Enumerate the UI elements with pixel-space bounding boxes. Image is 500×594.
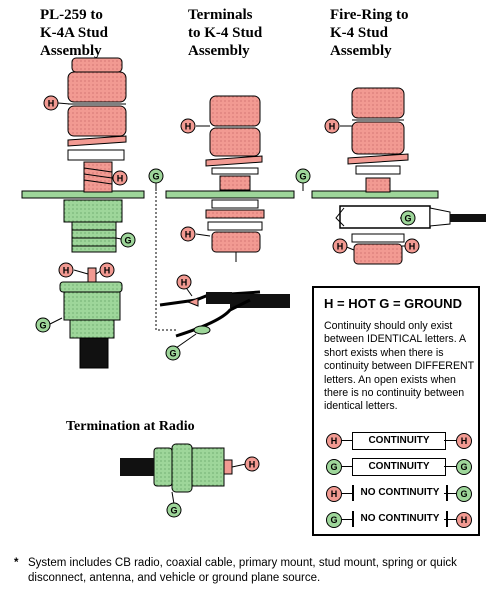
ground-marker-icon <box>295 168 311 184</box>
hot-marker-label: H <box>181 278 188 288</box>
heading-terminals-assembly: Terminals to K-4 Stud Assembly <box>188 7 263 59</box>
ground-marker-label: G <box>152 172 159 182</box>
ground-marker-icon <box>120 232 136 248</box>
legend-row-label: NO CONTINUITY <box>352 485 448 501</box>
hot-marker-icon <box>176 274 192 290</box>
ground-marker-icon <box>165 345 181 361</box>
radio-termination <box>120 443 247 505</box>
ground-plate-1 <box>21 190 145 199</box>
hot-marker-icon <box>112 170 128 186</box>
hot-marker-icon <box>99 262 115 278</box>
ground-marker-icon: G <box>456 486 472 502</box>
hot-marker-icon <box>324 118 340 134</box>
termination-title: Termination at Radio <box>66 419 195 434</box>
heading-fire-ring-assembly: Fire-Ring to K-4 Stud Assembly <box>330 7 409 59</box>
hot-marker-label: H <box>249 460 256 470</box>
legend-row: H NO CONTINUITY G <box>320 484 476 504</box>
ground-marker-label: G <box>170 506 177 516</box>
hot-marker-icon: H <box>326 433 342 449</box>
ground-marker-icon <box>35 317 51 333</box>
legend-body: Continuity should only exist between IDE… <box>324 320 474 413</box>
hot-marker-icon <box>43 95 59 111</box>
fire-ring-assembly <box>335 87 486 265</box>
hot-marker-icon <box>180 226 196 242</box>
footnote-star: * <box>14 557 19 569</box>
ground-marker-label: G <box>169 349 176 359</box>
ground-marker-icon: G <box>326 512 342 528</box>
hot-marker-icon: H <box>456 433 472 449</box>
hot-marker-icon <box>180 118 196 134</box>
hot-marker-icon <box>332 238 348 254</box>
hot-marker-icon: H <box>456 512 472 528</box>
hot-marker-icon <box>244 456 260 472</box>
legend-row: H CONTINUITY H <box>320 431 476 451</box>
ground-marker-icon: G <box>326 459 342 475</box>
legend-row-label: NO CONTINUITY <box>352 511 448 527</box>
hot-marker-label: H <box>185 230 192 240</box>
terminal-assembly <box>159 95 290 338</box>
ground-marker-icon: G <box>456 459 472 475</box>
hot-marker-label: H <box>117 174 124 184</box>
hot-marker-label: H <box>409 242 416 252</box>
legend-box: H = HOT G = GROUND Continuity should onl… <box>312 286 480 536</box>
hot-marker-label: H <box>63 266 70 276</box>
legend-definition: H = HOT G = GROUND <box>324 296 462 311</box>
legend-row-label: CONTINUITY <box>352 458 446 476</box>
ground-plate-2 <box>165 190 295 199</box>
hot-marker-label: H <box>185 122 192 132</box>
ground-marker-icon <box>166 502 182 518</box>
ground-marker-icon <box>400 210 416 226</box>
hot-marker-icon: H <box>326 486 342 502</box>
hot-marker-icon <box>58 262 74 278</box>
ground-marker-label: G <box>39 321 46 331</box>
ground-marker-label: G <box>124 236 131 246</box>
hot-marker-label: H <box>104 266 111 276</box>
ground-marker-icon <box>148 168 164 184</box>
pl259-assembly <box>59 57 127 369</box>
hot-marker-label: H <box>337 242 344 252</box>
hot-marker-icon <box>404 238 420 254</box>
hot-marker-label: H <box>48 99 55 109</box>
ground-marker-label: G <box>299 172 306 182</box>
legend-row: G NO CONTINUITY H <box>320 510 476 530</box>
heading-pl259-assembly: PL-259 to K-4A Stud Assembly <box>40 7 108 59</box>
ground-marker-label: G <box>404 214 411 224</box>
legend-row: G CONTINUITY G <box>320 457 476 477</box>
footnote-text: System includes CB radio, coaxial cable,… <box>28 557 457 584</box>
legend-row-label: CONTINUITY <box>352 432 446 450</box>
hot-marker-label: H <box>329 122 336 132</box>
